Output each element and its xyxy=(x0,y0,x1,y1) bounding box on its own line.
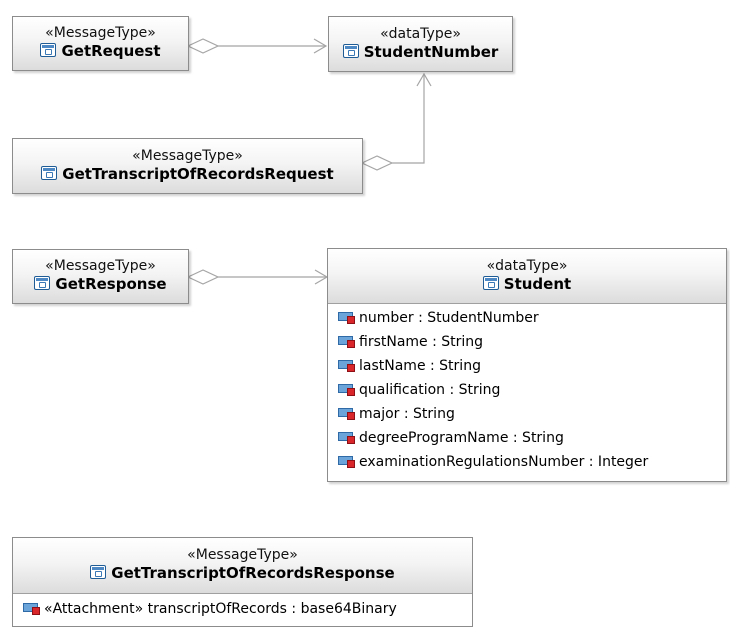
get-transcript-request-class-box[interactable]: «MessageType» GetTranscriptOfRecordsRequ… xyxy=(12,138,363,194)
aggregation-diamond xyxy=(186,269,220,285)
private-attribute-icon xyxy=(338,359,356,372)
student-header: «dataType» Student xyxy=(328,249,726,304)
private-attribute-icon xyxy=(338,455,356,468)
private-attribute-icon xyxy=(338,383,356,396)
message-type-icon xyxy=(90,565,107,579)
aggregation-diamond xyxy=(186,38,220,54)
attribute-row[interactable]: degreeProgramName : String xyxy=(338,426,722,450)
message-type-icon xyxy=(41,166,58,180)
message-type-icon xyxy=(34,276,51,290)
attribute-text: lastName : String xyxy=(359,358,481,374)
attribute-text: «Attachment» transcriptOfRecords : base6… xyxy=(44,601,397,617)
stereotype-label: «MessageType» xyxy=(45,258,156,274)
student-class-box[interactable]: «dataType» Student number : StudentNumbe… xyxy=(327,248,727,482)
attribute-row[interactable]: firstName : String xyxy=(338,330,722,354)
class-name: GetResponse xyxy=(13,275,188,294)
attribute-row[interactable]: major : String xyxy=(338,402,722,426)
stereotype-label: «MessageType» xyxy=(187,547,298,563)
get-request-class-box[interactable]: «MessageType» GetRequest xyxy=(12,16,189,71)
stereotype-label: «MessageType» xyxy=(132,148,243,164)
attribute-row[interactable]: number : StudentNumber xyxy=(338,306,722,330)
get-transcript-request-header: «MessageType» GetTranscriptOfRecordsRequ… xyxy=(13,139,362,193)
stereotype-label: «dataType» xyxy=(380,26,461,42)
data-type-icon xyxy=(342,44,359,58)
attribute-list: number : StudentNumber firstName : Strin… xyxy=(338,306,722,474)
student-number-header: «dataType» StudentNumber xyxy=(329,17,512,71)
get-request-header: «MessageType» GetRequest xyxy=(13,17,188,70)
class-name: GetTranscriptOfRecordsRequest xyxy=(13,165,362,184)
association-line xyxy=(392,74,425,164)
get-transcript-response-header: «MessageType» GetTranscriptOfRecordsResp… xyxy=(13,538,472,594)
class-name: StudentNumber xyxy=(329,43,512,62)
arrowhead xyxy=(416,72,432,87)
class-name-text: StudentNumber xyxy=(363,43,499,61)
attribute-row[interactable]: examinationRegulationsNumber : Integer xyxy=(338,450,722,474)
class-name-text: GetResponse xyxy=(55,275,167,293)
arrowhead xyxy=(313,38,328,54)
attribute-text: number : StudentNumber xyxy=(359,310,539,326)
attribute-row[interactable]: lastName : String xyxy=(338,354,722,378)
attribute-row[interactable]: «Attachment» transcriptOfRecords : base6… xyxy=(23,597,468,621)
attribute-text: qualification : String xyxy=(359,382,501,398)
private-attribute-icon xyxy=(338,335,356,348)
private-attribute-icon xyxy=(23,602,41,615)
stereotype-label: «MessageType» xyxy=(45,25,156,41)
student-number-class-box[interactable]: «dataType» StudentNumber xyxy=(328,16,513,72)
class-name-text: GetTranscriptOfRecordsResponse xyxy=(111,564,395,582)
attribute-text: major : String xyxy=(359,406,455,422)
class-name-text: GetTranscriptOfRecordsRequest xyxy=(62,165,334,183)
message-type-icon xyxy=(40,43,57,57)
attribute-row[interactable]: qualification : String xyxy=(338,378,722,402)
get-response-header: «MessageType» GetResponse xyxy=(13,250,188,303)
attribute-text: degreeProgramName : String xyxy=(359,430,564,446)
get-transcript-response-class-box[interactable]: «MessageType» GetTranscriptOfRecordsResp… xyxy=(12,537,473,627)
attribute-text: examinationRegulationsNumber : Integer xyxy=(359,454,649,470)
class-name: Student xyxy=(328,275,726,294)
attribute-list: «Attachment» transcriptOfRecords : base6… xyxy=(23,597,468,621)
class-name-text: Student xyxy=(503,275,572,293)
class-name: GetTranscriptOfRecordsResponse xyxy=(13,564,472,583)
aggregation-diamond xyxy=(360,155,394,171)
attribute-text: firstName : String xyxy=(359,334,484,350)
stereotype-label: «dataType» xyxy=(486,258,568,274)
private-attribute-icon xyxy=(338,431,356,444)
get-response-class-box[interactable]: «MessageType» GetResponse xyxy=(12,249,189,304)
class-name-text: GetRequest xyxy=(61,42,161,60)
class-name: GetRequest xyxy=(13,42,188,61)
data-type-icon xyxy=(482,276,499,290)
private-attribute-icon xyxy=(338,311,356,324)
private-attribute-icon xyxy=(338,407,356,420)
